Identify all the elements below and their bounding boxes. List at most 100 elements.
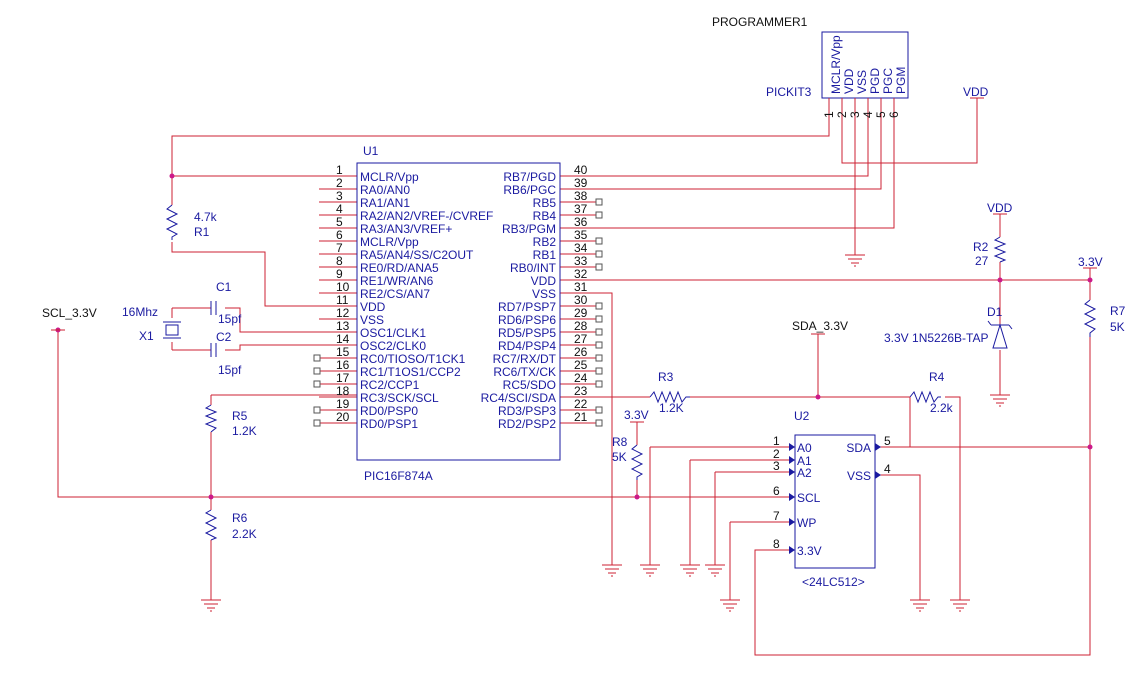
svg-text:2.2k: 2.2k bbox=[930, 401, 954, 415]
u1-pin-number: 7 bbox=[336, 241, 343, 255]
svg-text:15pf: 15pf bbox=[218, 363, 242, 377]
u1-pin-name: RD2/PSP2 bbox=[498, 417, 556, 431]
svg-text:C2: C2 bbox=[216, 330, 232, 344]
v33-r8-label: 3.3V bbox=[624, 408, 649, 422]
svg-text:R2: R2 bbox=[973, 240, 989, 254]
pin-arrow bbox=[875, 471, 881, 479]
u1-pin-number: 26 bbox=[574, 345, 588, 359]
ground-symbol bbox=[680, 564, 700, 577]
u1-pin-number: 38 bbox=[574, 189, 588, 203]
pin-arrow bbox=[789, 443, 795, 451]
u2-pin-number: 5 bbox=[884, 434, 891, 448]
u1-pin-number: 34 bbox=[574, 241, 588, 255]
u1-pin-number: 3 bbox=[336, 189, 343, 203]
svg-text:R3: R3 bbox=[658, 370, 674, 384]
resistor-r2: R2 27 bbox=[973, 236, 1007, 268]
u1-pin-number: 5 bbox=[336, 215, 343, 229]
u2-pin-number: 6 bbox=[773, 484, 780, 498]
pin-arrow bbox=[789, 546, 795, 554]
no-connect-marker bbox=[595, 328, 603, 336]
svg-text:R1: R1 bbox=[194, 225, 210, 239]
pin-arrow bbox=[789, 493, 795, 501]
vdd-d1-label: VDD bbox=[987, 201, 1013, 215]
resistor-r6: R6 2.2K bbox=[204, 509, 257, 541]
no-connect-markers bbox=[313, 198, 603, 427]
u1-pin-name: RC1/T1OS1/CCP2 bbox=[360, 365, 461, 379]
u1-pin-name: RC6/TX/CK bbox=[493, 365, 556, 379]
no-connect-marker bbox=[595, 198, 603, 206]
ground-symbol bbox=[720, 599, 740, 612]
svg-text:R5: R5 bbox=[232, 409, 248, 423]
u1-pin-name: RB0/INT bbox=[510, 261, 557, 275]
svg-text:3: 3 bbox=[848, 111, 862, 118]
u2-pin-name: SCL bbox=[797, 491, 821, 505]
u1-pin-number: 24 bbox=[574, 371, 588, 385]
u2-pin-name: A1 bbox=[797, 454, 812, 468]
no-connect-marker bbox=[595, 211, 603, 219]
svg-text:PGC: PGC bbox=[881, 68, 895, 94]
scl-net-label: SCL_3.3V bbox=[42, 306, 97, 320]
zener-diode-d1: D1 3.3V 1N5226B-TAP bbox=[884, 305, 1013, 349]
v33-r7-label: 3.3V bbox=[1078, 255, 1103, 269]
sda-net-label: SDA_3.3V bbox=[792, 319, 848, 333]
u1-pin-name: RE0/RD/ANA5 bbox=[360, 261, 439, 275]
no-connect-marker bbox=[595, 406, 603, 414]
u1-pin-number: 27 bbox=[574, 332, 588, 346]
resistor-r1: 4.7k R1 bbox=[165, 204, 218, 240]
pin-arrow bbox=[789, 456, 795, 464]
u1-pin-name: RB7/PGD bbox=[503, 170, 556, 184]
junctions bbox=[55, 173, 1093, 500]
u1-pin-name: VDD bbox=[531, 274, 557, 288]
u1-pin-name: RA2/AN2/VREF-/CVREF bbox=[360, 209, 493, 223]
u1-pin-number: 29 bbox=[574, 306, 588, 320]
ground-symbols bbox=[201, 254, 1010, 612]
no-connect-marker bbox=[595, 250, 603, 258]
u2-pin-name: A2 bbox=[797, 466, 812, 480]
u1-pin-number: 30 bbox=[574, 293, 588, 307]
u1-pin-name: RC5/SDO bbox=[503, 378, 556, 392]
u2-pin-name: 3.3V bbox=[797, 544, 822, 558]
u1-pin-name: RA0/AN0 bbox=[360, 183, 410, 197]
svg-text:C1: C1 bbox=[216, 280, 232, 294]
u1-value: PIC16F874A bbox=[364, 469, 433, 483]
capacitor-c2: C2 15pf bbox=[210, 330, 242, 377]
svg-text:5K: 5K bbox=[612, 450, 627, 464]
u1-pin-number: 33 bbox=[574, 254, 588, 268]
u1-pin-number: 9 bbox=[336, 267, 343, 281]
u1-pin-number: 2 bbox=[336, 176, 343, 190]
power-labels: VDD VDD 3.3V 3.3V SCL_3.3V SDA_3.3V bbox=[42, 85, 1103, 423]
u1-pin-name: RA1/AN1 bbox=[360, 196, 410, 210]
programmer-connector: PROGRAMMER1 PICKIT3 MCLR/Vpp VDD VSS PGD… bbox=[712, 15, 909, 120]
u1-pin-name: VDD bbox=[360, 300, 386, 314]
no-connect-marker bbox=[313, 419, 321, 427]
u1-pin-number: 25 bbox=[574, 358, 588, 372]
u1-pin-number: 40 bbox=[574, 163, 588, 177]
no-connect-marker bbox=[313, 380, 321, 388]
no-connect-marker bbox=[595, 302, 603, 310]
u1-pin-name: RC3/SCK/SCL bbox=[360, 391, 439, 405]
u1-pin-number: 6 bbox=[336, 228, 343, 242]
svg-text:1.2K: 1.2K bbox=[659, 401, 684, 415]
u1-pin-number: 14 bbox=[336, 332, 350, 346]
u1-pin-number: 11 bbox=[336, 293, 349, 307]
u2-pin-number: 4 bbox=[884, 462, 891, 476]
u2-pin-name: A0 bbox=[797, 441, 812, 455]
ground-symbol bbox=[602, 564, 622, 577]
resistor-r7: R7 5K bbox=[1083, 299, 1126, 337]
u2-pin-name: SDA bbox=[846, 441, 871, 455]
ground-symbol bbox=[950, 599, 970, 612]
no-connect-marker bbox=[313, 354, 321, 362]
u1-pin-name: RA3/AN3/VREF+ bbox=[360, 222, 452, 236]
pin-arrow bbox=[875, 443, 881, 451]
u1-pin-name: MCLR/Vpp bbox=[360, 235, 419, 249]
programmer-pin-names: MCLR/Vpp VDD VSS PGD PGC PGM bbox=[829, 35, 908, 94]
u1-pin-name: RB2 bbox=[533, 235, 557, 249]
u1-pin-number: 8 bbox=[336, 254, 343, 268]
u1-pin-number: 15 bbox=[336, 345, 350, 359]
u1-pin-name: MCLR/Vpp bbox=[360, 170, 419, 184]
u1-pin-number: 4 bbox=[336, 202, 343, 216]
no-connect-marker bbox=[595, 237, 603, 245]
resistor-r4: R4 2.2k bbox=[909, 370, 954, 415]
